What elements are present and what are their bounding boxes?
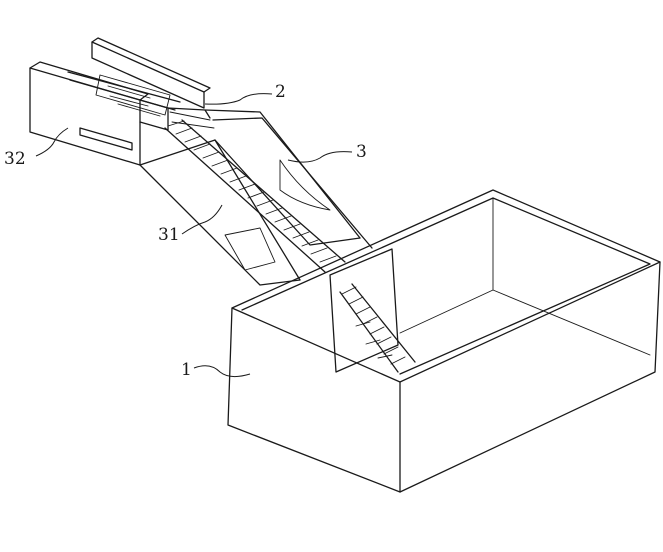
label-32: 32 [4, 149, 26, 169]
leader-3 [287, 151, 353, 163]
conveyor-lower [339, 283, 416, 373]
label-1: 1 [181, 360, 192, 380]
leader-31 [181, 204, 223, 235]
leader-lines [35, 93, 353, 378]
leader-2 [204, 93, 273, 105]
upper-rail [67, 37, 211, 117]
container-1 [227, 189, 661, 493]
label-3: 3 [356, 142, 367, 162]
chute-3 [204, 109, 373, 249]
leader-32 [35, 127, 69, 157]
chute-wall-31 [139, 139, 301, 286]
label-2: 2 [275, 82, 286, 102]
leader-1 [193, 365, 251, 378]
conveyor-upper [164, 119, 346, 273]
reference-labels: 2 3 32 31 1 [4, 82, 367, 380]
label-31: 31 [158, 225, 180, 245]
upper-module-2 [139, 99, 215, 131]
